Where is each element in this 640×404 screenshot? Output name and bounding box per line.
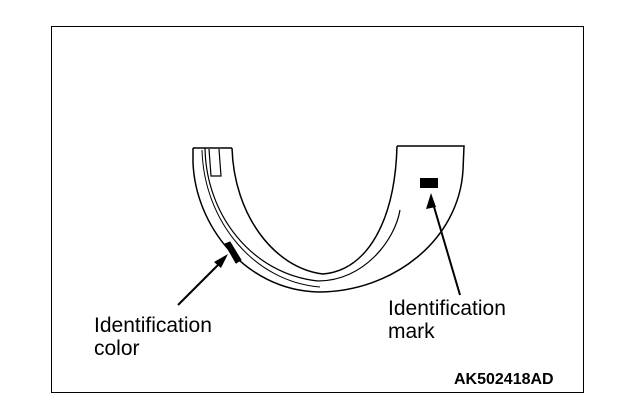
figure-frame	[51, 26, 584, 393]
color-leader-line	[177, 257, 226, 306]
bearing-shell-outline	[192, 145, 465, 293]
identification-color-stripe	[224, 241, 242, 264]
color-leader-arrowhead	[214, 254, 228, 268]
locating-tab	[208, 148, 222, 177]
identification-mark-label: Identification mark	[388, 297, 506, 343]
mark-leader-arrowhead	[426, 193, 436, 209]
identification-color-line2: color	[94, 337, 140, 360]
shell-inner-edge	[204, 147, 401, 282]
shell-bore-arc	[231, 145, 398, 275]
identification-mark-line1: Identification	[388, 297, 506, 320]
shell-inner-edge-2	[201, 149, 321, 288]
figure-code: AK502418AD	[454, 371, 554, 388]
mark-leader-line	[431, 199, 461, 296]
identification-color-label: Identification color	[94, 314, 212, 360]
identification-mark-line2: mark	[388, 320, 435, 343]
identification-color-line1: Identification	[94, 314, 212, 337]
identification-mark-block	[420, 178, 438, 188]
